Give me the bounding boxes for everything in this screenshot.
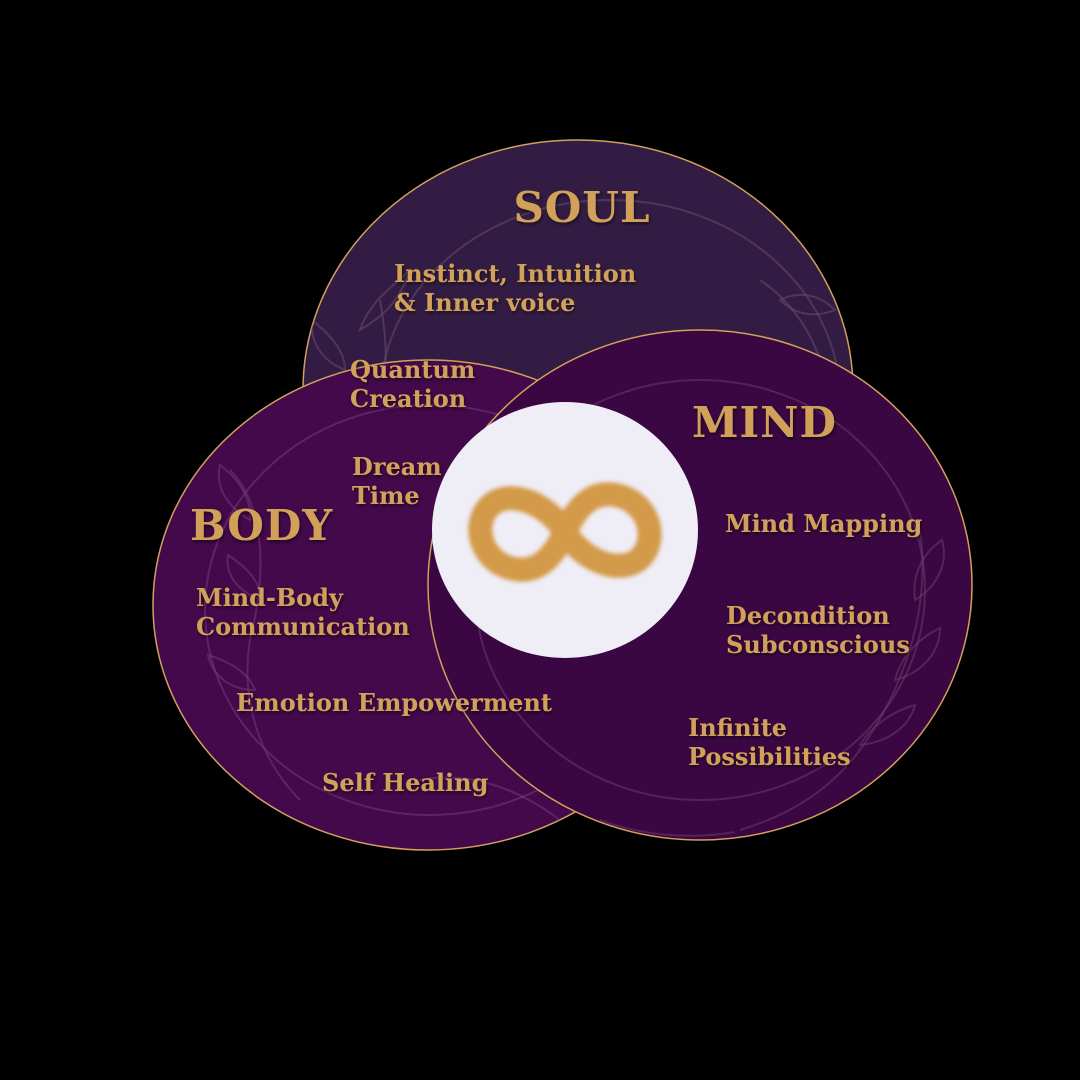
body-section: BODY Mind-Body Communication Emotion Emp…	[190, 501, 552, 797]
body-item-2: Emotion Empowerment	[236, 688, 552, 717]
mind-item-2: Decondition Subconscious	[726, 601, 910, 659]
soul-title: SOUL	[513, 183, 650, 232]
soul-item-2: Quantum Creation	[350, 355, 484, 413]
body-item-3: Self Healing	[322, 768, 489, 797]
body-title: BODY	[190, 501, 333, 550]
soul-item-1: Instinct, Intuition & Inner voice	[394, 259, 645, 317]
mind-item-3: Infinite Possibilities	[688, 713, 851, 771]
mind-section: MIND Mind Mapping Decondition Subconscio…	[688, 398, 923, 771]
mind-item-1: Mind Mapping	[725, 509, 923, 538]
soul-section: SOUL Instinct, Intuition & Inner voice Q…	[350, 183, 650, 510]
infinity-icon	[468, 482, 662, 582]
soul-item-3: Dream Time	[352, 452, 450, 510]
body-item-1: Mind-Body Communication	[196, 583, 410, 641]
mind-title: MIND	[692, 398, 837, 447]
